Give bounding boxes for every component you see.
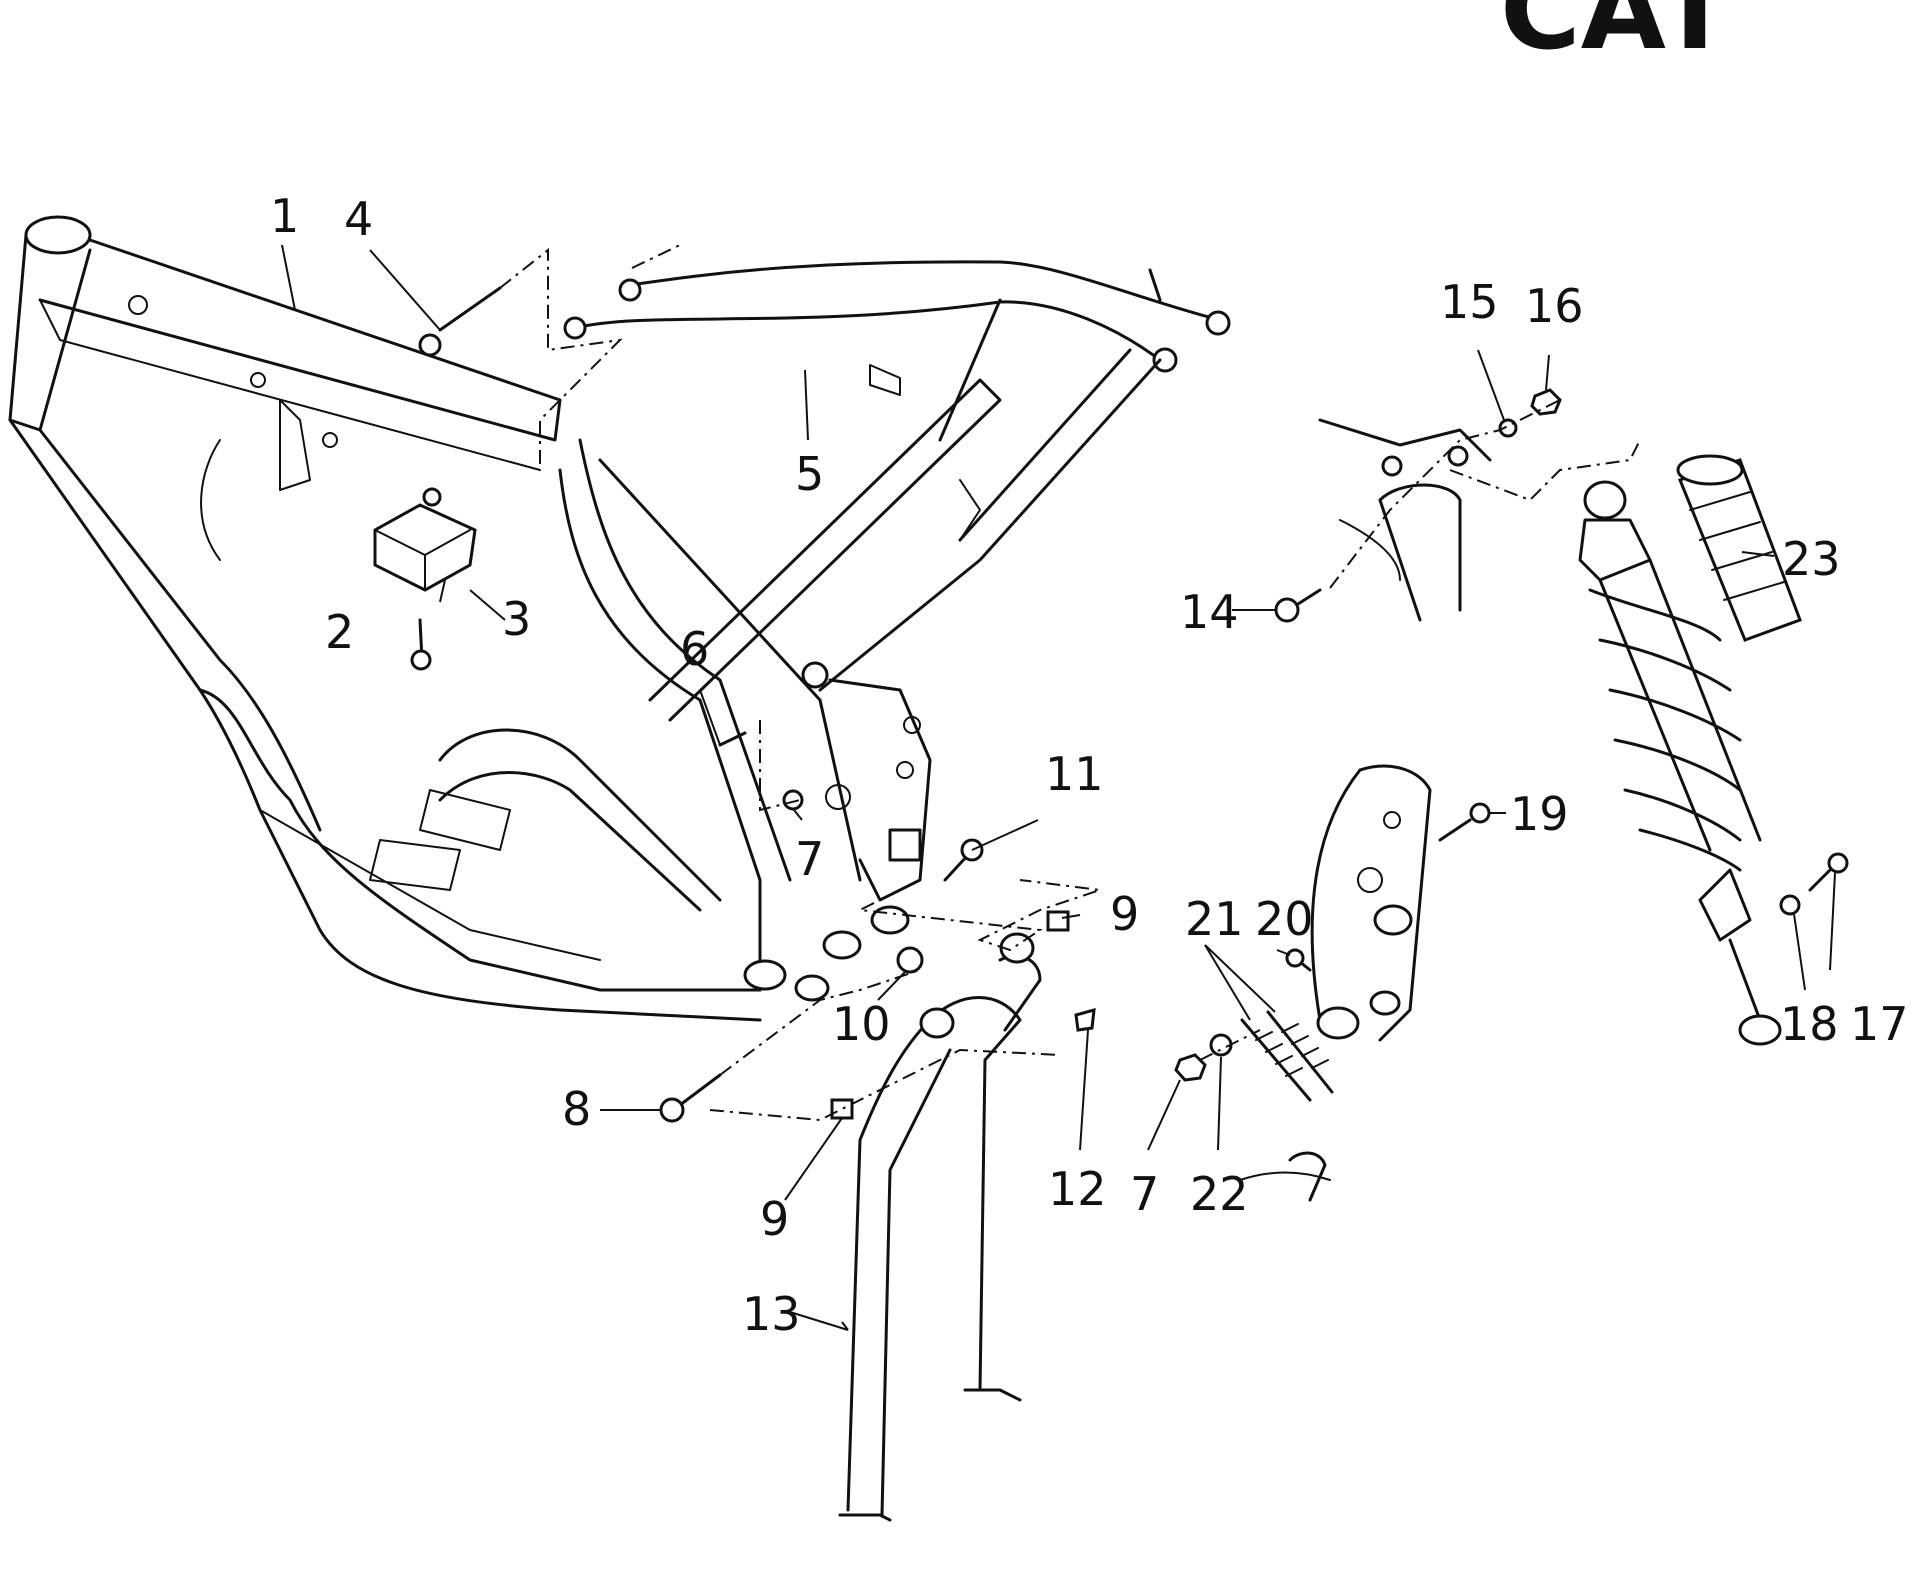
callout-9-left: 9 — [760, 1192, 789, 1246]
callout-3: 3 — [502, 592, 531, 646]
callout-6: 6 — [680, 622, 709, 676]
side-stand-assembly — [1174, 764, 1491, 1202]
rear-shock-absorber — [1578, 454, 1849, 1046]
callout-13: 13 — [742, 1287, 801, 1341]
callout-labels: 1 2 3 4 5 6 7 7 8 9 9 10 11 12 13 14 15 … — [270, 189, 1909, 1341]
callout-7-upper: 7 — [795, 832, 824, 886]
callout-22: 22 — [1190, 1167, 1249, 1221]
callout-17: 17 — [1850, 997, 1909, 1051]
callout-20: 20 — [1255, 892, 1314, 946]
rear-subframe — [563, 260, 1231, 692]
callout-8: 8 — [562, 1082, 591, 1136]
callout-18: 18 — [1780, 997, 1839, 1051]
assembly-lines — [499, 244, 1641, 1122]
callout-16: 16 — [1525, 279, 1584, 333]
brand-logo: CAT — [1500, 0, 1732, 74]
callout-14: 14 — [1180, 585, 1239, 639]
callout-15: 15 — [1440, 275, 1499, 329]
callout-9-right: 9 — [1110, 887, 1139, 941]
callout-19: 19 — [1510, 787, 1569, 841]
fasteners — [373, 286, 1096, 1123]
shock-mount-detail — [1274, 388, 1562, 623]
callout-1: 1 — [270, 189, 299, 243]
callout-21: 21 — [1185, 892, 1244, 946]
leader-lines — [281, 244, 1836, 1331]
callout-2: 2 — [325, 605, 354, 659]
callout-23: 23 — [1782, 532, 1841, 586]
callout-12: 12 — [1048, 1162, 1107, 1216]
brand-logo-text: CAT — [1500, 0, 1732, 74]
callout-7-lower: 7 — [1130, 1167, 1159, 1221]
callout-10: 10 — [832, 997, 891, 1051]
callout-4: 4 — [344, 192, 373, 246]
callout-5: 5 — [795, 447, 824, 501]
callout-11: 11 — [1045, 747, 1104, 801]
main-frame — [8, 215, 1002, 1022]
